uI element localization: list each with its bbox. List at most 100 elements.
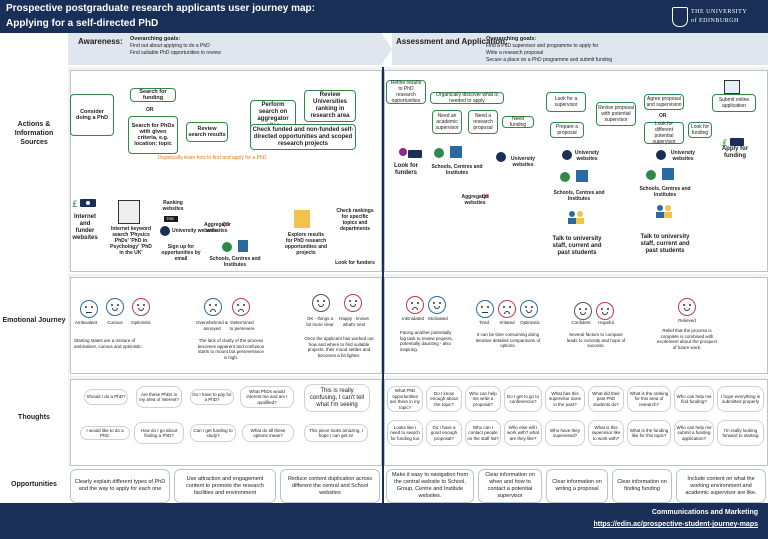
- stage-assessment: Assessment and Application: Overarching …: [392, 33, 768, 65]
- footer-link[interactable]: https://edin.ac/prospective-student-jour…: [593, 521, 758, 528]
- face-happy-icon: [344, 294, 362, 312]
- emotion-label: Optimistic: [520, 320, 540, 325]
- thought-bubble: Who can help me find funding?: [674, 386, 714, 412]
- building-icon: [450, 146, 462, 158]
- or-label: OR: [146, 107, 154, 113]
- emotion-label: Irritated: [499, 320, 515, 325]
- step-check-funded: Check funded and non-funded self-directe…: [250, 124, 356, 150]
- globe-icon: [496, 152, 506, 162]
- laptop-icon: [118, 200, 140, 224]
- opportunity-card: Clear information on writing a proposal: [546, 469, 608, 503]
- step-submit-application: Submit online application: [712, 94, 756, 112]
- emotion-label: Tired: [478, 320, 490, 325]
- opportunity-card: Make it easy to navigation from the cent…: [386, 469, 474, 503]
- globe-icon: [562, 150, 572, 160]
- goal-item: Find suitable PhD opportunities to revie…: [130, 50, 221, 56]
- emotion-description: Starting states are a mixture of ambival…: [74, 338, 143, 349]
- thought-bubble: I would like to do a PhD.: [80, 426, 130, 440]
- goals-heading: Overarching goals:: [130, 36, 181, 42]
- thought-bubble: What is the ranking for this area of res…: [627, 386, 671, 412]
- source-look-funders: Look for funders: [394, 163, 418, 176]
- footer-department: Communications and Marketing: [651, 509, 758, 516]
- logo-line-2: of EDINBURGH: [691, 18, 739, 24]
- thought-bubble: What PhDs would interest me and am I qua…: [240, 386, 294, 408]
- step-consider-phd: Consider doing a PhD: [70, 94, 114, 136]
- thought-bubble: Should I do a PhD?: [84, 389, 128, 405]
- emotion-label: Ambivalent: [74, 320, 98, 325]
- qs-logo-icon: QS: [482, 185, 494, 200]
- emotion-description: The lack of clarity of the process becom…: [197, 338, 265, 360]
- row-label-actions: Actions & Information Sources: [14, 121, 54, 146]
- thought-bubble: What has this supervisor done in the pas…: [545, 386, 585, 412]
- step-prepare-proposal: Prepare a proposal: [550, 122, 584, 138]
- document-icon: [294, 210, 310, 228]
- source-university-websites: University websites: [172, 228, 219, 234]
- face-motivated-icon: [428, 296, 446, 314]
- thought-bubble: Are these PhDs in my area of interest?: [136, 386, 182, 408]
- money-icon: £: [72, 195, 98, 210]
- face-hopeful-icon: [596, 302, 614, 320]
- qs-logo-text: QS: [482, 194, 490, 200]
- step-review-rankings: Review Universities ranking in research …: [304, 90, 356, 122]
- emotion-label: Hopeful: [598, 320, 614, 325]
- step-search-funding: Search for funding: [130, 88, 176, 102]
- source-university-websites: University websites: [670, 150, 696, 162]
- source-check-rankings: Check rankings for specific topics and d…: [336, 208, 374, 232]
- thought-bubble: What do all these options mean?: [242, 424, 294, 442]
- page-header: Prospective postgraduate research applic…: [0, 0, 768, 33]
- emotion-label: Determined to persevere: [229, 320, 255, 331]
- opportunity-card: Include content on what the working envi…: [676, 469, 766, 503]
- step-need-supervisor: Need an academic supervisor: [432, 110, 462, 134]
- face-ok-icon: [312, 294, 330, 312]
- svg-text:£: £: [72, 200, 78, 208]
- people-icon: [566, 210, 586, 224]
- emotion-label: Overwhelmed & annoyed: [196, 320, 229, 331]
- source-schools: Schools, Centres and Institutes: [209, 256, 261, 268]
- emotion-label: Optimistic: [131, 320, 151, 325]
- face-determined-icon: [232, 298, 250, 316]
- emotion-description: Relief that the process is complete is c…: [656, 328, 718, 350]
- step-discover-requirements: Organically discover what is needed to a…: [430, 92, 504, 104]
- thought-bubble: What did their past PhD students do?: [588, 386, 624, 412]
- source-internet: Internet and funder websites: [72, 214, 98, 241]
- thought-bubble: How do I go about finding a PhD?: [134, 422, 184, 444]
- face-curious-icon: [106, 298, 124, 316]
- source-university-websites: University websites: [510, 156, 536, 168]
- emotion-label: OK - things a bit more clear: [306, 316, 334, 327]
- source-explore-results: Explore results for PhD research opportu…: [284, 232, 328, 256]
- stage-name: Awareness:: [78, 37, 123, 46]
- thought-bubble: What is the funding like for this topic?: [627, 420, 671, 446]
- source-ranking-websites: Ranking websites: [162, 200, 184, 212]
- page-subtitle: Applying for a self-directed PhD: [6, 18, 159, 29]
- stage-arrow: [382, 34, 392, 64]
- source-talk-staff: Talk to university staff, current and pa…: [552, 236, 602, 256]
- money-icon: [398, 146, 424, 158]
- building-icon: [238, 240, 248, 252]
- face-optimistic-icon: [520, 300, 538, 318]
- thought-bubble: Who can I contact people on the staff li…: [465, 420, 501, 446]
- thought-bubble: What is this supervisor like to work wit…: [588, 420, 624, 446]
- row-label-opportunities: Opportunities: [11, 481, 57, 488]
- step-need-funding: Need funding: [502, 116, 534, 128]
- times-logo-text: THE: [166, 216, 174, 221]
- goal-item: Secure a place on a PhD programme and su…: [486, 57, 613, 63]
- thought-bubble: Who can help me submit a funding applica…: [674, 420, 714, 446]
- emotion-label: Curious: [107, 320, 123, 325]
- goal-item: Find a PhD supervisor and programme to a…: [486, 43, 599, 49]
- step-look-different-supervisor: Look for different potential supervisor: [644, 121, 684, 145]
- goal-item: Find out about applying to do a PhD: [130, 43, 210, 49]
- opportunity-card: Clearly explain different types of PhD a…: [70, 469, 170, 503]
- emotion-label: Motivated: [428, 316, 448, 321]
- emotional-assessment-panel: [384, 277, 768, 374]
- emotion-description: Facing another potentially big task to r…: [400, 330, 454, 352]
- goal-item: Write a research proposal: [486, 50, 544, 56]
- row-label-thoughts: Thoughts: [18, 414, 50, 421]
- building-icon: [576, 170, 588, 182]
- opportunity-card: Use attraction and engagement content to…: [174, 469, 276, 503]
- emotion-description: It can be time consuming doing iterative…: [475, 332, 541, 348]
- globe-icon: [656, 150, 666, 160]
- face-confident-icon: [574, 302, 592, 320]
- opportunity-card: Clear information on when and how to con…: [478, 469, 542, 503]
- face-relieved-icon: [678, 298, 696, 316]
- source-aggregator: Aggregator websites: [461, 194, 489, 206]
